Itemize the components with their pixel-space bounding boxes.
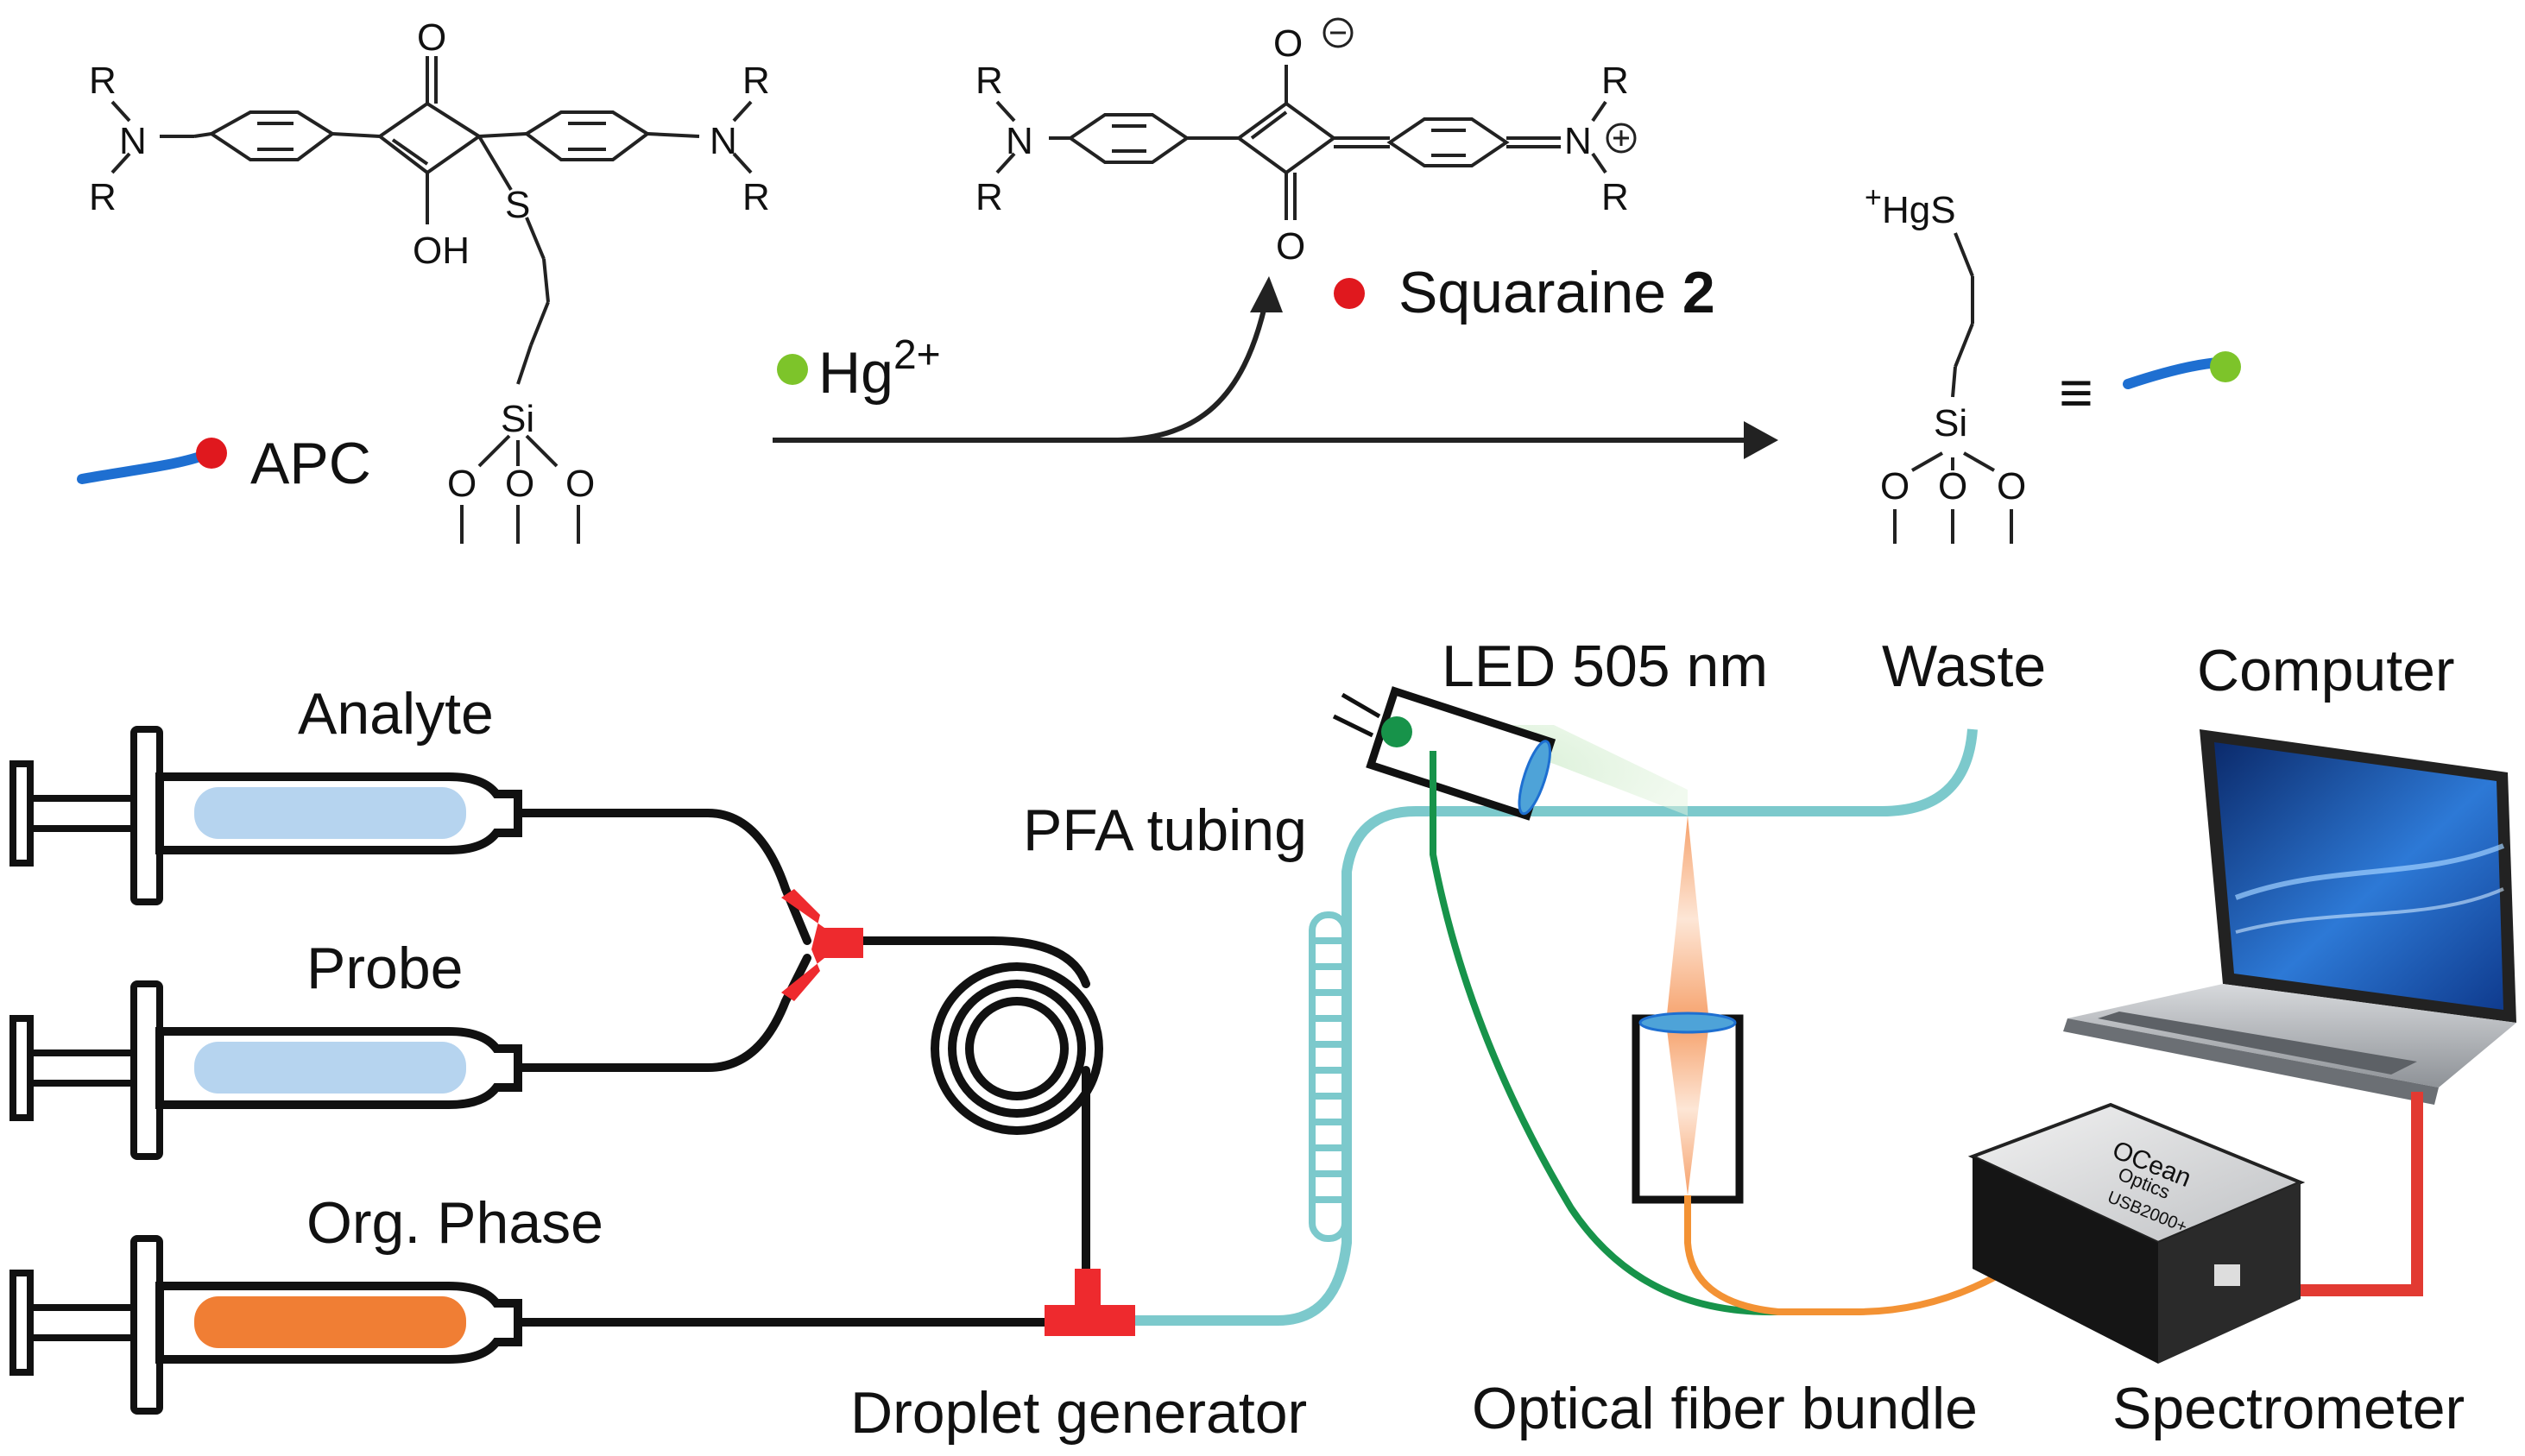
droplet-coil xyxy=(1309,911,1348,1242)
atom-r: R xyxy=(1601,176,1629,218)
atom-n: N xyxy=(1564,120,1592,162)
atom-plus: + xyxy=(1865,181,1882,214)
apc-molecule xyxy=(110,56,753,544)
atom-o: O xyxy=(565,463,595,505)
green-dot-icon xyxy=(2210,351,2241,382)
red-dot-icon xyxy=(1334,278,1365,309)
label-optical-fiber: Optical fiber bundle xyxy=(1472,1376,1978,1441)
red-dot-icon xyxy=(196,438,227,469)
squaraine-label: Squaraine 2 xyxy=(1398,260,1715,325)
atom-r: R xyxy=(975,176,1003,218)
atom-o: O xyxy=(1938,465,1967,507)
atom-n: N xyxy=(1006,120,1033,162)
black-tubing xyxy=(531,809,1103,1327)
syringe-org-phase xyxy=(9,1235,535,1415)
atom-labels: R N R O OH S R N R Si O O O R N R O O N … xyxy=(89,16,2026,507)
product-chain-icon xyxy=(2123,357,2224,389)
atom-si: Si xyxy=(501,398,534,440)
droplet-generator xyxy=(1045,1269,1135,1336)
label-droplet-generator: Droplet generator xyxy=(850,1380,1307,1446)
label-led: LED 505 nm xyxy=(1442,633,1768,699)
atom-o: O xyxy=(1276,225,1305,268)
label-spectrometer: Spectrometer xyxy=(2112,1376,2465,1441)
apc-chain-icon xyxy=(77,451,208,484)
detector-lens xyxy=(1632,816,1744,1204)
atom-n: N xyxy=(710,120,737,162)
reaction-arrowhead xyxy=(1744,421,1778,459)
syringe-analyte xyxy=(9,726,535,905)
atom-o: O xyxy=(1880,465,1910,507)
led-bulb-icon xyxy=(1381,716,1412,747)
hg-label: Hg2+ xyxy=(818,332,941,406)
hg-thiol-product xyxy=(1893,232,2013,544)
atom-hgs: HgS xyxy=(1882,189,1956,231)
apc-label: APC xyxy=(250,431,371,496)
y-junction xyxy=(781,889,863,1001)
reaction-scheme xyxy=(110,56,2013,544)
atom-r: R xyxy=(89,176,117,218)
label-computer: Computer xyxy=(2197,638,2455,703)
syringe-probe xyxy=(9,980,535,1160)
atom-r: R xyxy=(89,60,117,102)
squaraine-molecule xyxy=(995,65,1607,220)
label-analyte: Analyte xyxy=(298,681,494,747)
atom-o: O xyxy=(505,463,534,505)
spectrometer-icon: OCean Optics USB2000+ xyxy=(1967,1102,2306,1364)
atom-r: R xyxy=(742,60,770,102)
atom-r: R xyxy=(975,60,1003,102)
led-source xyxy=(1332,686,1688,821)
atom-si: Si xyxy=(1934,402,1967,444)
atom-o: O xyxy=(447,463,477,505)
atom-n: N xyxy=(119,120,147,162)
green-dot-icon xyxy=(777,354,808,385)
atom-o: O xyxy=(1997,465,2026,507)
charge-symbols xyxy=(1322,17,1637,154)
atom-o: O xyxy=(417,16,446,59)
label-org-phase: Org. Phase xyxy=(306,1190,603,1256)
branch-arrow xyxy=(1117,306,1267,443)
label-probe: Probe xyxy=(306,936,463,1001)
branch-arrowhead xyxy=(1250,276,1283,312)
minus-charge-icon xyxy=(1322,17,1354,48)
plus-charge-icon xyxy=(1606,123,1637,154)
equivalence-symbol: ≡ xyxy=(2059,360,2093,425)
label-waste: Waste xyxy=(1882,633,2046,699)
atom-o: O xyxy=(1273,22,1303,65)
atom-oh: OH xyxy=(413,230,470,272)
laptop-icon xyxy=(2063,729,2516,1105)
pfa-tubing xyxy=(1135,728,1978,1326)
label-pfa-tubing: PFA tubing xyxy=(1023,797,1307,863)
atom-r: R xyxy=(742,176,770,218)
green-fiber xyxy=(1430,751,1856,1315)
atom-r: R xyxy=(1601,60,1629,102)
atom-s: S xyxy=(505,184,530,226)
